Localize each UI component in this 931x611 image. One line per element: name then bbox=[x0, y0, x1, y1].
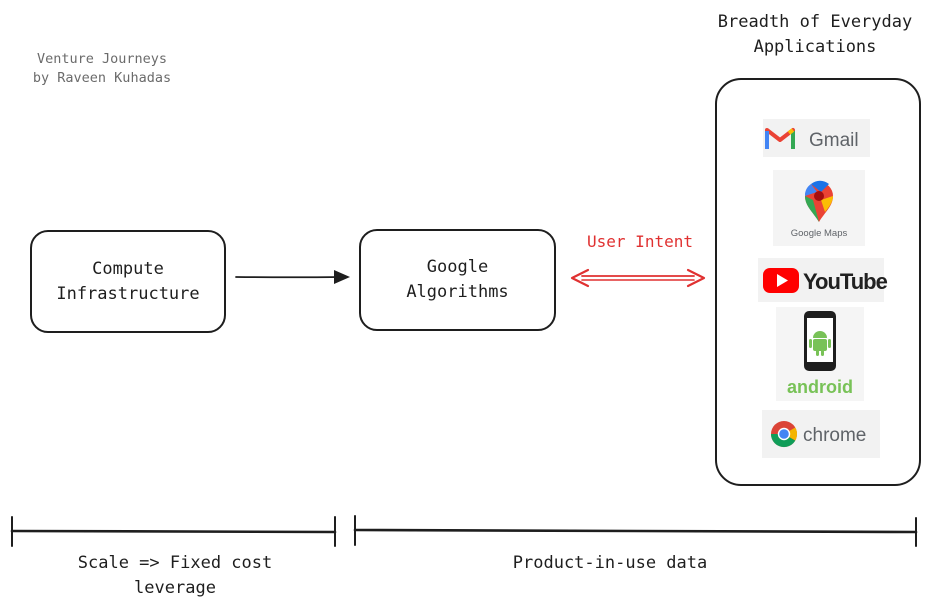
google-maps-wordmark: Google Maps bbox=[791, 228, 848, 239]
scale-bracket bbox=[10, 516, 337, 547]
chrome-wordmark: chrome bbox=[803, 425, 866, 446]
android-logo: android bbox=[776, 307, 864, 401]
compute-node-line-2: Infrastructure bbox=[56, 283, 200, 304]
chrome-logo: chrome bbox=[762, 410, 880, 458]
chrome-logo-icon: chrome bbox=[770, 421, 866, 448]
credit-line-2: by Raveen Kuhadas bbox=[32, 70, 172, 86]
credit-line-1: Venture Journeys bbox=[36, 51, 168, 67]
user-intent-label: User Intent bbox=[587, 232, 693, 251]
product-data-bracket bbox=[353, 515, 918, 547]
youtube-logo: YouTube bbox=[758, 258, 889, 302]
google-maps-pin-icon: Google Maps bbox=[791, 180, 848, 239]
scale-leverage-label: Scale => Fixed cost leverage bbox=[40, 551, 310, 601]
gmail-wordmark: Gmail bbox=[809, 130, 859, 151]
android-phone-icon: android bbox=[787, 311, 853, 397]
applications-title-line-1: Breadth of Everyday bbox=[717, 12, 913, 32]
google-algorithms-node: Google Algorithms bbox=[359, 229, 556, 331]
scale-label-line-2: leverage bbox=[134, 578, 216, 598]
applications-panel bbox=[715, 78, 921, 486]
product-in-use-data-label: Product-in-use data bbox=[512, 553, 708, 573]
youtube-wordmark: YouTube bbox=[803, 269, 888, 294]
algorithms-node-line-1: Google bbox=[426, 257, 489, 277]
algorithms-node-line-2: Algorithms bbox=[406, 282, 509, 302]
compute-node-line-1: Compute bbox=[92, 258, 164, 279]
gmail-logo: Gmail bbox=[763, 119, 870, 157]
applications-title: Breadth of Everyday Applications bbox=[690, 10, 931, 60]
google-maps-logo: Google Maps bbox=[773, 170, 865, 246]
compute-infrastructure-node: Compute Infrastructure bbox=[30, 230, 226, 333]
youtube-play-icon: YouTube bbox=[763, 268, 889, 294]
compute-to-algorithms-arrow bbox=[235, 270, 350, 284]
scale-label-line-1: Scale => Fixed cost bbox=[77, 553, 273, 573]
applications-title-line-2: Applications bbox=[753, 37, 877, 57]
author-credit: Venture Journeys by Raveen Kuhadas bbox=[22, 50, 182, 88]
user-intent-double-arrow bbox=[570, 268, 706, 288]
gmail-logo-icon: Gmail bbox=[765, 128, 859, 151]
android-wordmark: android bbox=[787, 377, 853, 397]
